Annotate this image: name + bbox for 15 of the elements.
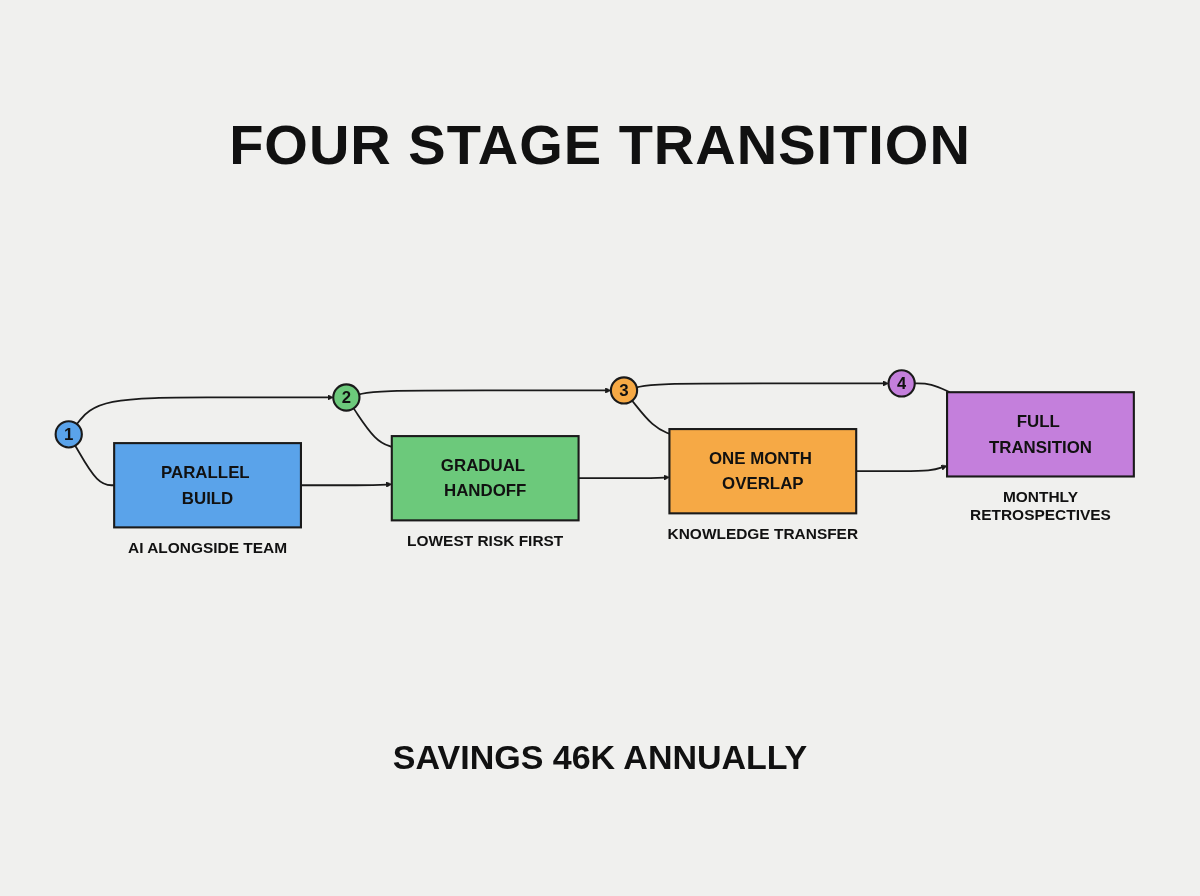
stage-description: KNOWLEDGE TRANSFER (666, 524, 860, 544)
node-circle: 2 (332, 383, 361, 412)
stage-description: MONTHLY RETROSPECTIVES (969, 487, 1112, 525)
diagram-title: FOUR STAGE TRANSITION (228, 112, 972, 177)
node-box: GRADUAL HANDOFF (390, 435, 580, 522)
stage-description: LOWEST RISK FIRST (406, 531, 565, 551)
node-box: ONE MONTH OVERLAP (668, 428, 858, 515)
arrow (76, 394, 334, 425)
node-circle: 3 (609, 376, 639, 405)
diagram-caption: SAVINGS 46K ANNUALLY (391, 738, 809, 777)
node-box: PARALLEL BUILD (113, 442, 302, 529)
node-box: FULL TRANSITION (946, 391, 1135, 478)
stage-description: AI ALONGSIDE TEAM (127, 538, 289, 558)
node-circle: 1 (54, 420, 83, 449)
node-circle: 4 (887, 369, 916, 398)
